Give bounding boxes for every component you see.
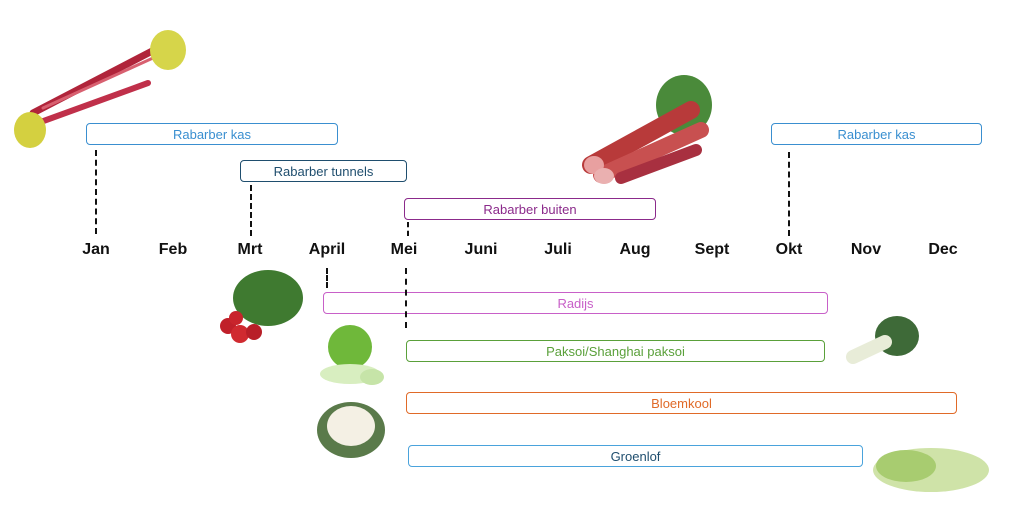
bar-label: Bloemkool	[651, 395, 712, 411]
month-nov: Nov	[850, 241, 882, 258]
bar-bloemkool: Bloemkool	[406, 392, 957, 414]
month-juni: Juni	[464, 241, 498, 258]
connector-mrt	[250, 185, 252, 236]
month-sept: Sept	[694, 241, 730, 258]
month-aug: Aug	[619, 241, 651, 258]
bar-label: Rabarber kas	[837, 126, 916, 142]
bar-label: Radijs	[557, 295, 594, 311]
bar-label: Paksoi/Shanghai paksoi	[546, 343, 685, 359]
connector-mei-bottom	[405, 268, 407, 328]
paksoi-right-image	[846, 316, 919, 364]
bar-label: Groenlof	[610, 448, 661, 464]
connector-mei-top	[407, 222, 409, 236]
month-juli: Juli	[544, 241, 572, 258]
connector-jan	[95, 150, 97, 234]
bar-groenlof: Groenlof	[408, 445, 863, 467]
bar-rabarber-kas-winter: Rabarber kas	[86, 123, 338, 145]
cauliflower-image	[317, 402, 385, 458]
bar-rabarber-tunnels: Rabarber tunnels	[240, 160, 407, 182]
month-jan: Jan	[82, 241, 110, 258]
month-dec: Dec	[928, 241, 958, 258]
rhubarb-bunch-image	[582, 75, 712, 184]
bar-label: Rabarber tunnels	[273, 163, 374, 179]
month-mrt: Mrt	[237, 241, 263, 258]
connector-april	[326, 268, 328, 288]
month-april: April	[308, 241, 346, 258]
bar-label: Rabarber buiten	[483, 201, 577, 217]
bar-rabarber-buiten: Rabarber buiten	[404, 198, 656, 220]
month-feb: Feb	[158, 241, 188, 258]
bar-label: Rabarber kas	[172, 126, 252, 142]
bar-radijs: Radijs	[323, 292, 828, 314]
month-mei: Mei	[390, 241, 418, 258]
paksoi-image	[320, 325, 384, 385]
bar-rabarber-kas-autumn: Rabarber kas	[771, 123, 982, 145]
radish-image	[220, 270, 303, 343]
lettuce-groenlof-image	[873, 448, 989, 492]
bar-paksoi: Paksoi/Shanghai paksoi	[406, 340, 825, 362]
rhubarb-stalks-image	[14, 30, 186, 148]
month-okt: Okt	[775, 241, 803, 258]
connector-okt	[788, 152, 790, 236]
